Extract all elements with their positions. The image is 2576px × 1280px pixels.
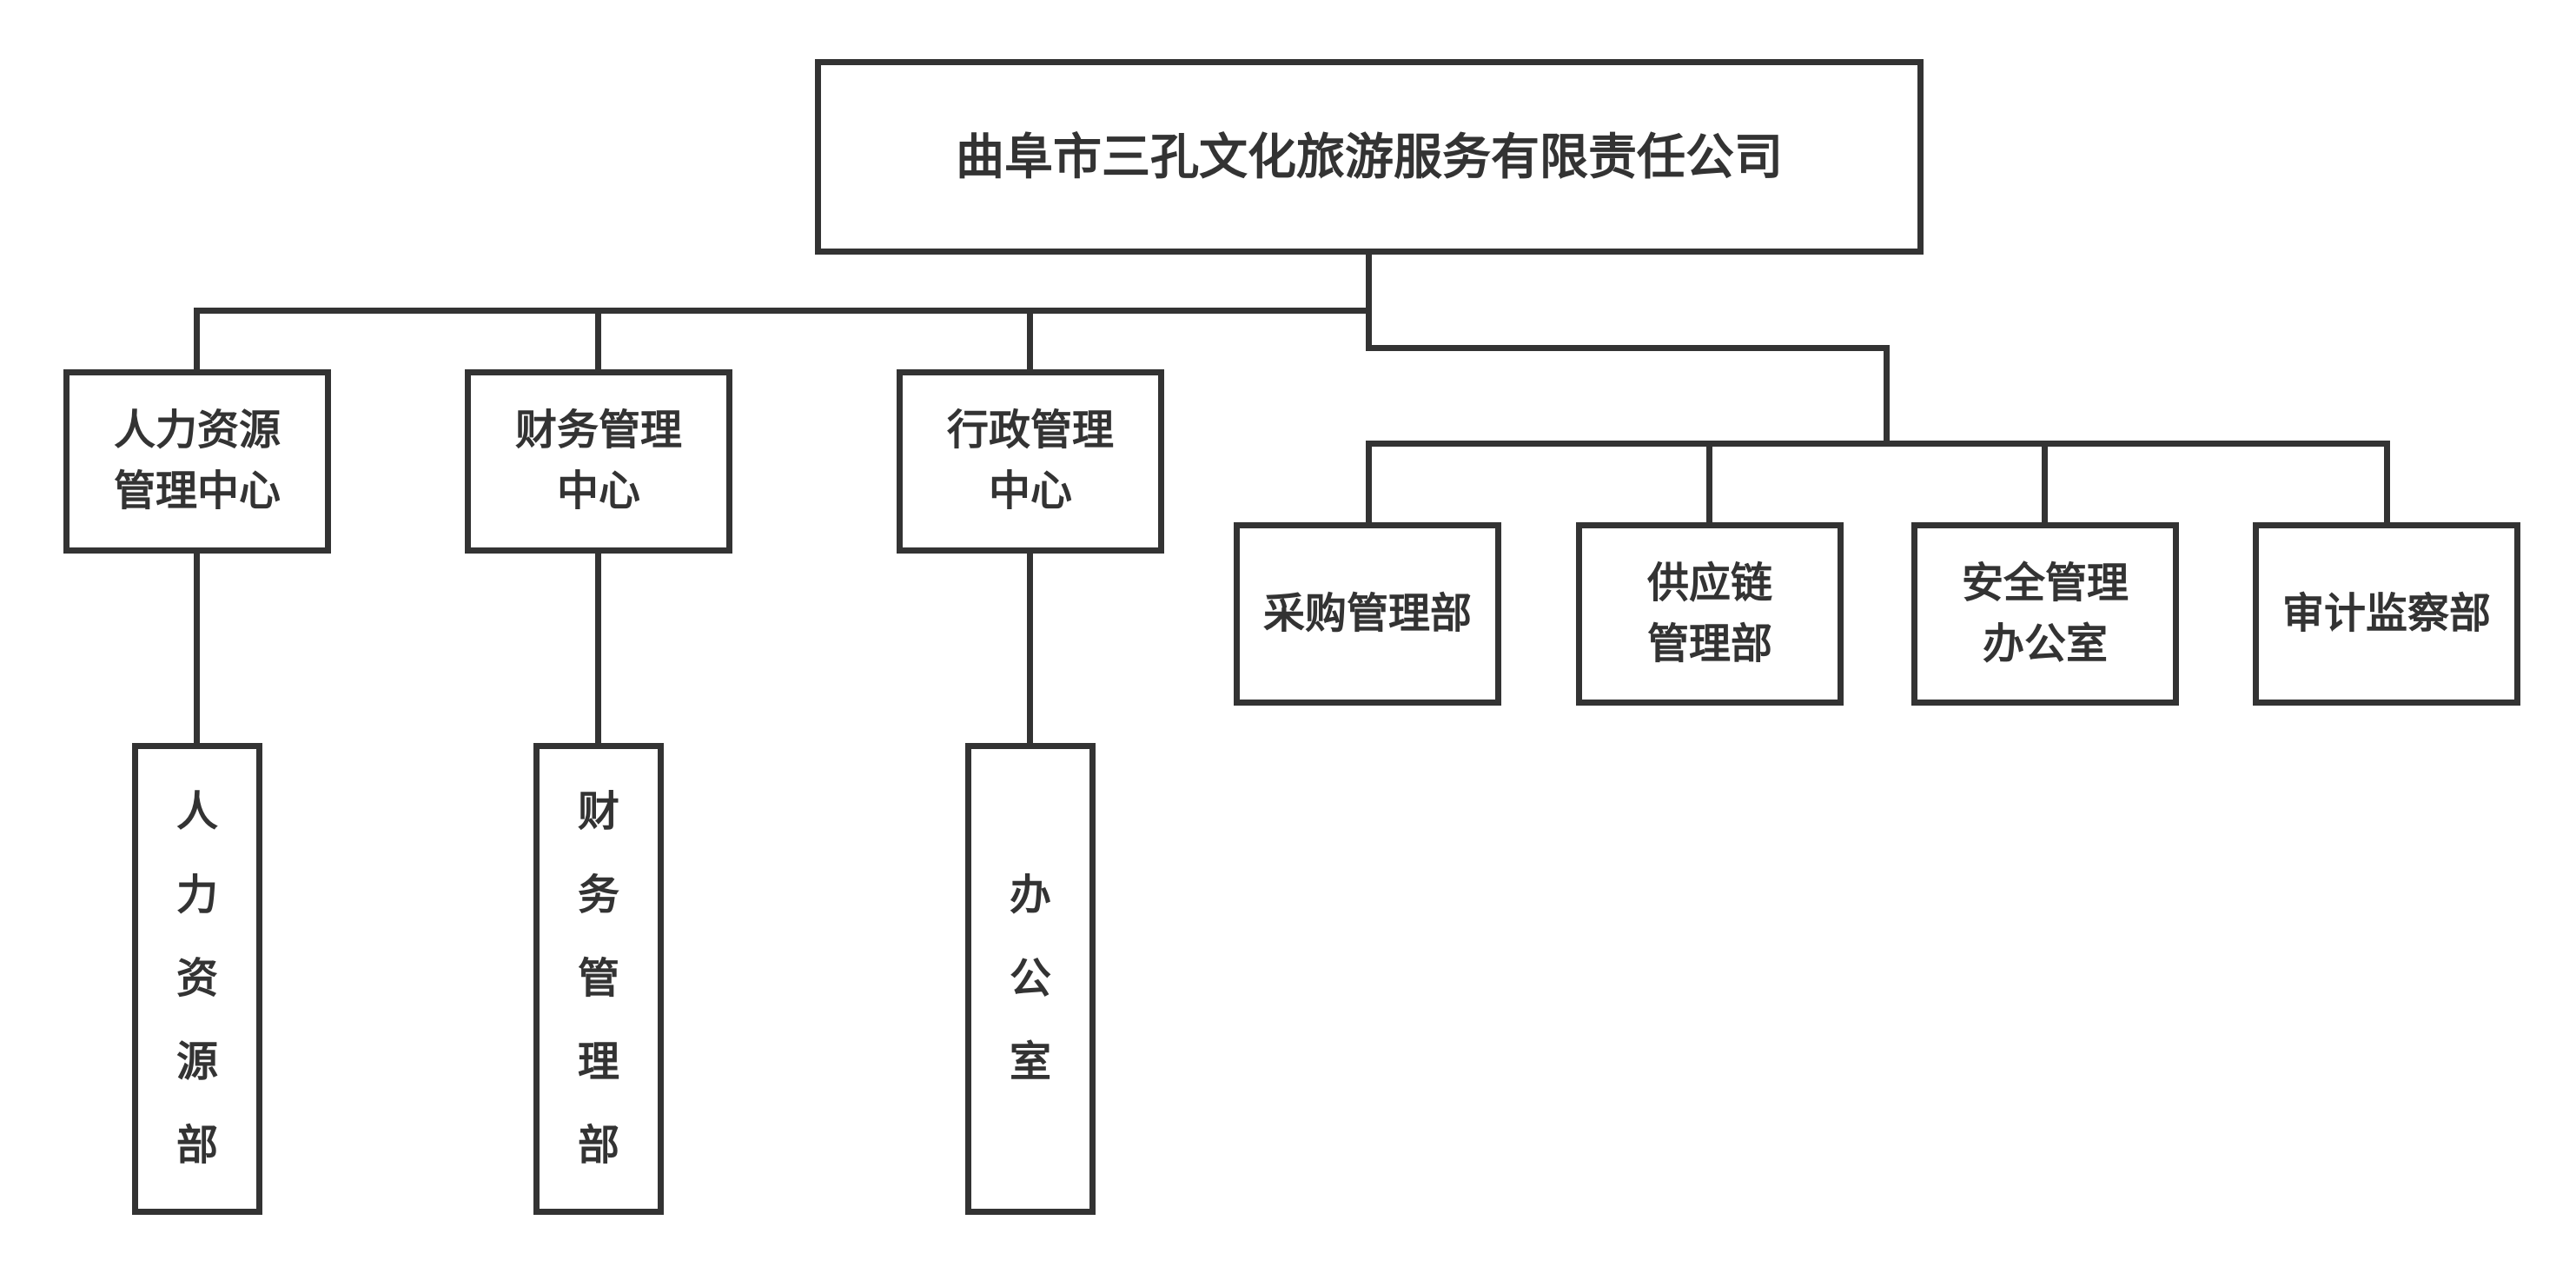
node-company-root-label: 曲阜市三孔文化旅游服务有限责任公司	[956, 129, 1783, 184]
node-finance-dept-label: 财务管理部	[577, 788, 619, 1169]
node-safety-office: 安全管理 办公室	[1911, 522, 2179, 706]
connector-drop-admin-center	[1027, 308, 1033, 373]
node-finance-management-center-label: 财务管理 中心	[514, 408, 682, 514]
node-hr-management-center-label: 人力资源 管理中心	[113, 408, 281, 514]
connector-drop-safety	[2042, 441, 2048, 526]
connector-admin-center-to-office	[1027, 552, 1033, 746]
connector-fin-center-to-fin-dept	[595, 552, 601, 746]
connector-drop-fin-center	[595, 308, 601, 373]
node-hr-management-center: 人力资源 管理中心	[63, 369, 331, 554]
node-office-label: 办公室	[1009, 872, 1051, 1085]
connector-right-elbow-vertical	[1884, 345, 1890, 447]
node-hr-dept: 人力资源部	[132, 743, 262, 1215]
node-office: 办公室	[965, 743, 1096, 1215]
node-company-root: 曲阜市三孔文化旅游服务有限责任公司	[815, 59, 1924, 255]
node-admin-management-center-label: 行政管理 中心	[946, 408, 1114, 514]
node-supply-chain-dept-label: 供应链 管理部	[1646, 560, 1772, 667]
connector-drop-procurement	[1366, 441, 1372, 526]
node-procurement-dept: 采购管理部	[1234, 522, 1501, 706]
node-audit-dept-label: 审计监察部	[2281, 590, 2491, 637]
connector-root-trunk	[1366, 252, 1372, 351]
node-supply-chain-dept: 供应链 管理部	[1576, 522, 1844, 706]
connector-drop-supply-chain	[1706, 441, 1712, 526]
connector-right-elbow-horizontal	[1366, 345, 1890, 351]
node-finance-dept: 财务管理部	[533, 743, 664, 1215]
connector-hr-center-to-hr-dept	[194, 552, 200, 746]
node-hr-dept-label: 人力资源部	[175, 788, 218, 1169]
connector-drop-audit	[2384, 441, 2390, 526]
node-safety-office-label: 安全管理 办公室	[1961, 560, 2129, 667]
connector-departments-rail	[1366, 441, 2390, 447]
connector-drop-hr-center	[194, 308, 200, 373]
connector-centers-rail	[194, 308, 1372, 314]
node-audit-dept: 审计监察部	[2253, 522, 2520, 706]
node-procurement-dept-label: 采购管理部	[1262, 590, 1472, 637]
node-finance-management-center: 财务管理 中心	[465, 369, 732, 554]
node-admin-management-center: 行政管理 中心	[897, 369, 1164, 554]
